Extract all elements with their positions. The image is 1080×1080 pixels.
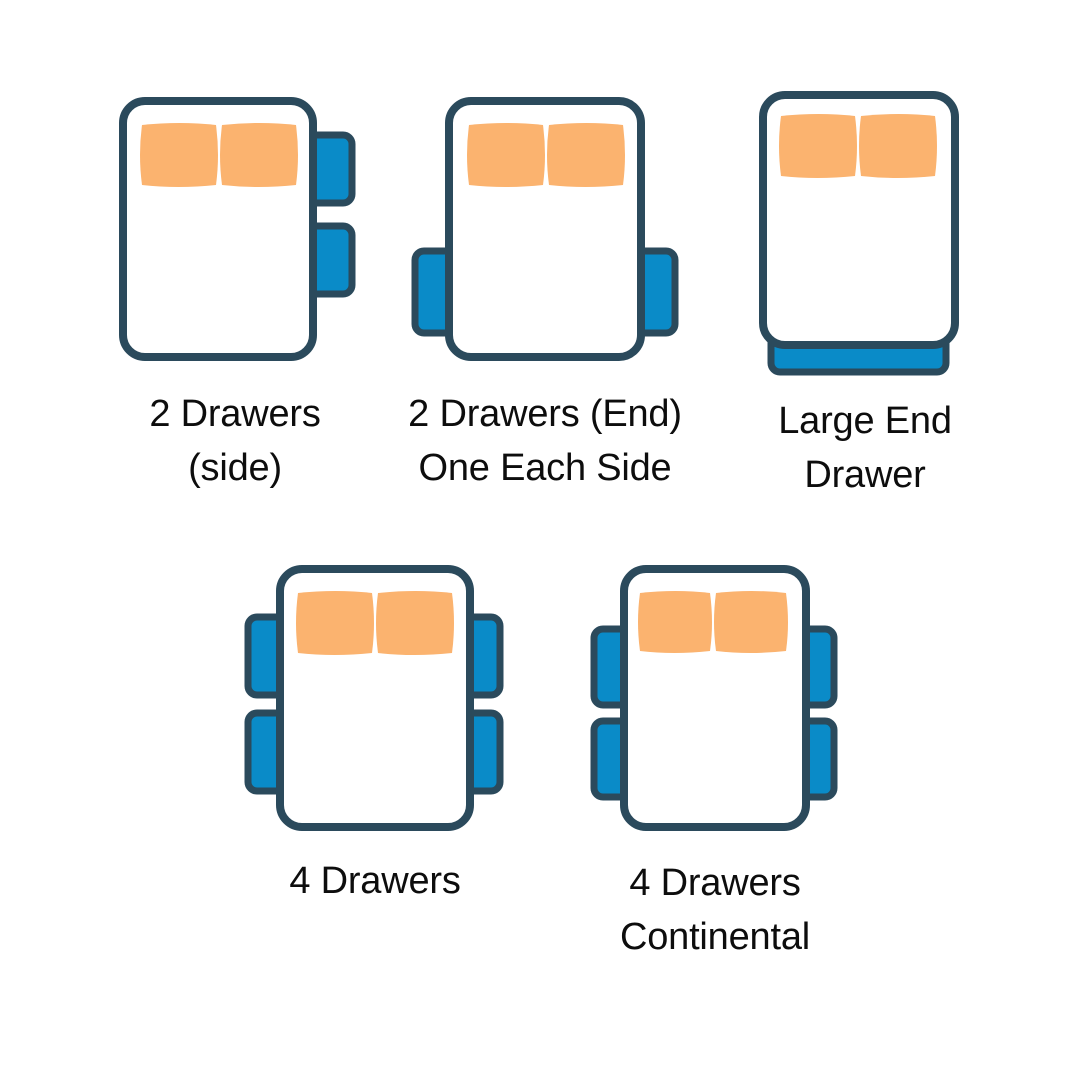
bed-icon-four-drawers xyxy=(244,565,504,831)
pillow-shape xyxy=(714,591,788,653)
pillow-shape xyxy=(220,123,298,187)
bed-option-two-drawers-end[interactable]: 2 Drawers (End) One Each Side xyxy=(405,85,685,489)
bed-option-two-drawers-side[interactable]: 2 Drawers (side) xyxy=(100,85,370,489)
bed-icon-large-end-drawer xyxy=(759,91,959,376)
bed-option-label: 4 Drawers xyxy=(289,860,461,902)
bed-icon-two-drawers-side xyxy=(119,97,356,361)
pillow-shape xyxy=(547,123,625,187)
pillow-shape xyxy=(779,114,857,178)
bed-option-four-drawers-continental[interactable]: 4 Drawers Continental xyxy=(580,555,850,958)
bed-option-label: Large End Drawer xyxy=(778,400,952,496)
bed-option-label: 2 Drawers (End) One Each Side xyxy=(408,393,682,489)
bed-icon-two-drawers-end xyxy=(411,97,679,361)
pillow-shape xyxy=(859,114,937,178)
pillow-shape xyxy=(376,591,454,655)
bed-option-large-end-drawer[interactable]: Large End Drawer xyxy=(745,80,985,496)
bed-option-four-drawers[interactable]: 4 Drawers xyxy=(240,555,510,902)
pillow-shape xyxy=(296,591,374,655)
bed-option-label: 4 Drawers Continental xyxy=(619,862,811,958)
pillow-shape xyxy=(140,123,218,187)
bed-icon-four-drawers-continental xyxy=(590,565,838,831)
pillow-shape xyxy=(467,123,545,187)
bed-option-label: 2 Drawers (side) xyxy=(149,393,321,489)
pillow-shape xyxy=(638,591,712,653)
